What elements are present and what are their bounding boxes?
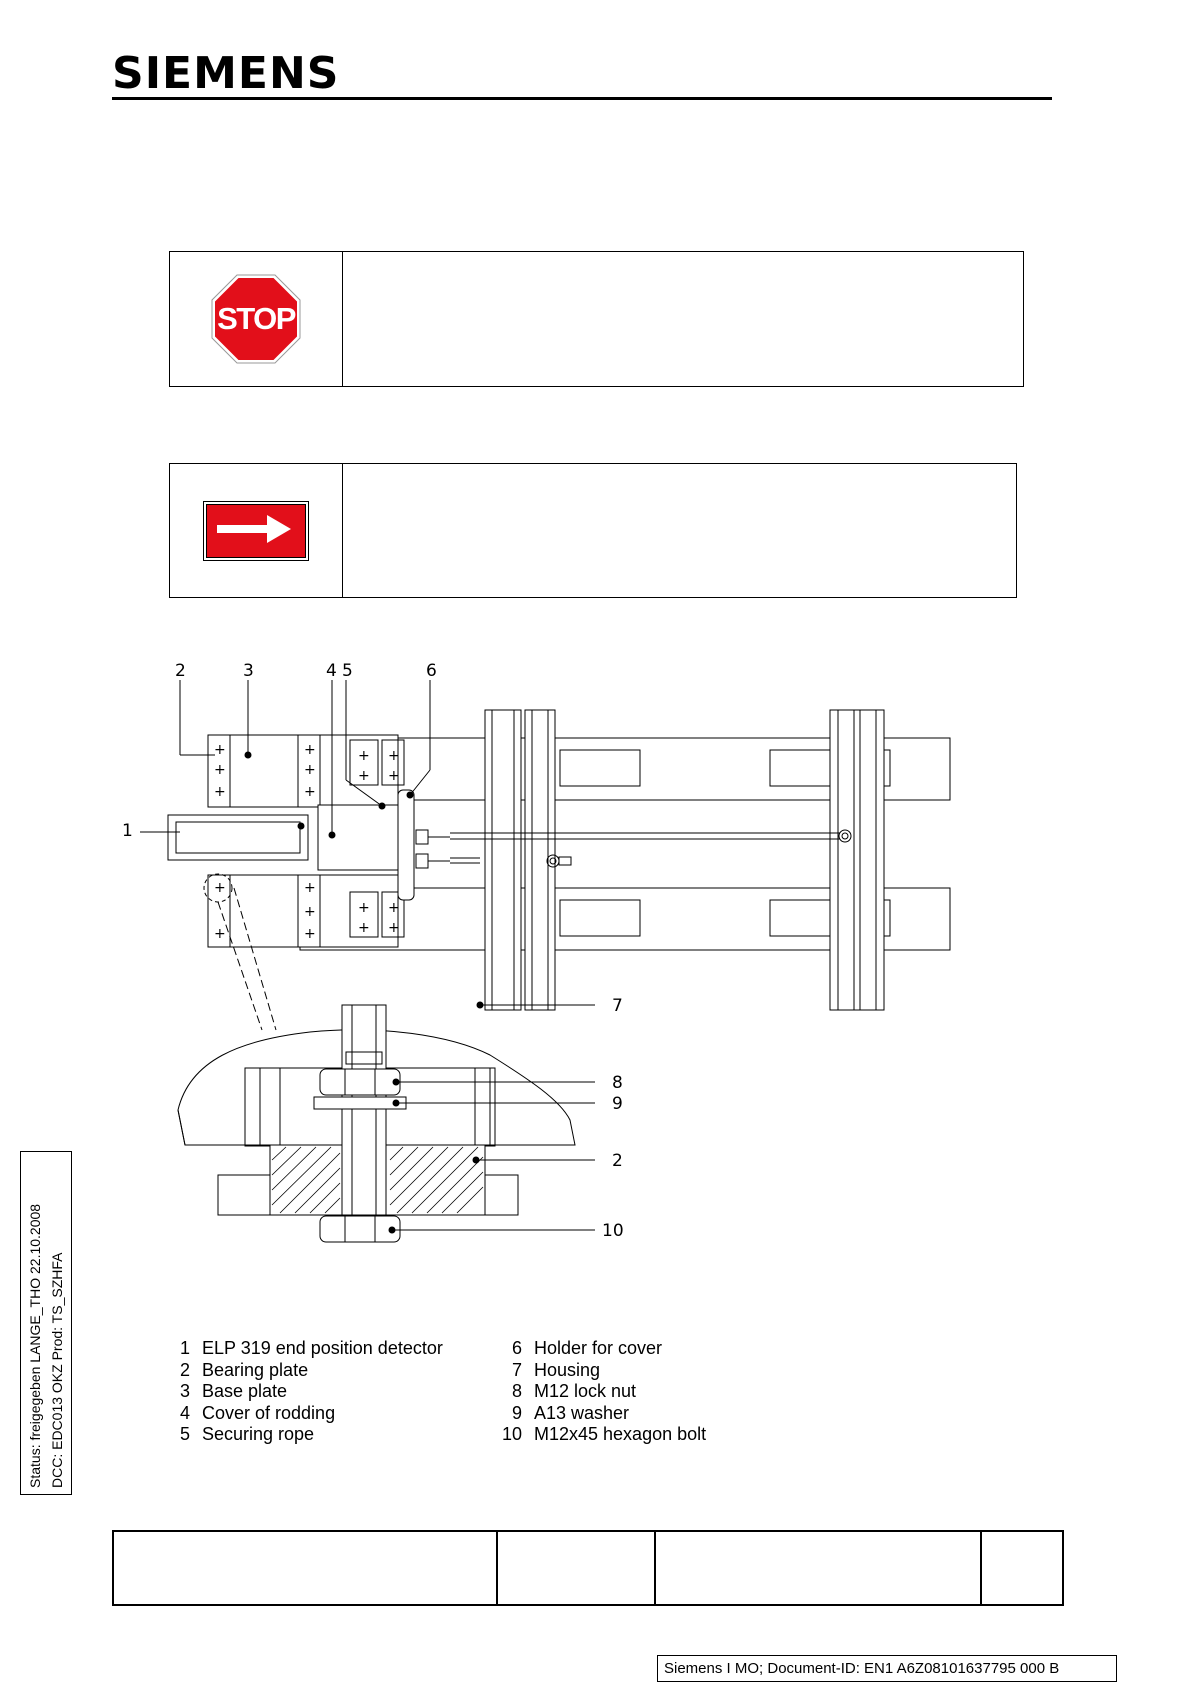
svg-text:+: + <box>304 742 316 758</box>
svg-text:+: + <box>358 748 370 764</box>
svg-text:+: + <box>388 768 400 784</box>
stop-sign-icon: STOP <box>211 274 301 364</box>
detail-leaders <box>392 1004 595 1231</box>
svg-text:+: + <box>388 900 400 916</box>
callout-4: 4 <box>326 661 337 681</box>
instruction-note-box <box>169 463 1017 598</box>
callout-1: 1 <box>122 821 133 841</box>
stop-note-text <box>343 252 1023 386</box>
status-stamp: Status: freigegeben LANGE_THO 22.10.2008… <box>20 1151 72 1495</box>
svg-text:+: + <box>358 920 370 936</box>
right-arrow-sign-icon <box>203 500 309 561</box>
svg-text:+: + <box>304 880 316 896</box>
callout-3: 3 <box>243 661 254 681</box>
footer-table <box>112 1530 1064 1606</box>
footer-cell <box>498 1532 656 1604</box>
dcc-line: DCC: EDC013 OKZ Prod: TS_SZHFA <box>49 1252 65 1488</box>
callout-10: 10 <box>602 1221 624 1241</box>
siemens-logo: SIEMENS <box>112 48 340 99</box>
svg-text:+: + <box>214 762 226 778</box>
top-callout-labels: 2 3 4 5 6 1 <box>122 661 437 841</box>
callout-6: 6 <box>426 661 437 681</box>
instruction-note-text <box>343 464 1016 597</box>
section-detail <box>177 1001 576 1243</box>
callout-8: 8 <box>612 1073 623 1093</box>
svg-text:+: + <box>214 742 226 758</box>
footer-cell <box>114 1532 498 1604</box>
document-id: Siemens I MO; Document-ID: EN1 A6Z081016… <box>657 1655 1117 1682</box>
callout-7: 7 <box>612 996 623 1016</box>
rodding <box>450 829 852 868</box>
callout-5: 5 <box>342 661 353 681</box>
stop-sign-text: STOP <box>217 301 296 336</box>
callout-2-detail: 2 <box>612 1151 623 1171</box>
svg-text:+: + <box>358 900 370 916</box>
header-rule <box>112 97 1052 100</box>
svg-text:+: + <box>304 926 316 942</box>
svg-text:+: + <box>304 904 316 920</box>
detail-callout-labels: 7 8 9 2 10 <box>602 996 624 1241</box>
svg-text:+: + <box>358 768 370 784</box>
footer-cell <box>982 1532 1062 1604</box>
stop-note-box: STOP <box>169 251 1024 387</box>
status-line: Status: freigegeben LANGE_THO 22.10.2008 <box>27 1203 43 1488</box>
plates: + + + + + + + + + + + + + + + + + + + <box>207 734 405 948</box>
svg-text:+: + <box>304 784 316 800</box>
svg-text:+: + <box>214 926 226 942</box>
svg-text:+: + <box>304 762 316 778</box>
callout-2: 2 <box>175 661 186 681</box>
svg-text:+: + <box>388 920 400 936</box>
technical-drawing: + + + + + + + + + + + + + + + + + + + <box>122 661 951 1243</box>
callout-9: 9 <box>612 1094 623 1114</box>
arrow-icon-cell <box>170 464 343 597</box>
stop-icon-cell: STOP <box>170 252 343 386</box>
footer-cell <box>656 1532 982 1604</box>
svg-text:+: + <box>388 748 400 764</box>
svg-text:+: + <box>214 880 226 896</box>
rails <box>484 709 885 1011</box>
top-leaders <box>140 680 431 835</box>
svg-text:+: + <box>214 784 226 800</box>
